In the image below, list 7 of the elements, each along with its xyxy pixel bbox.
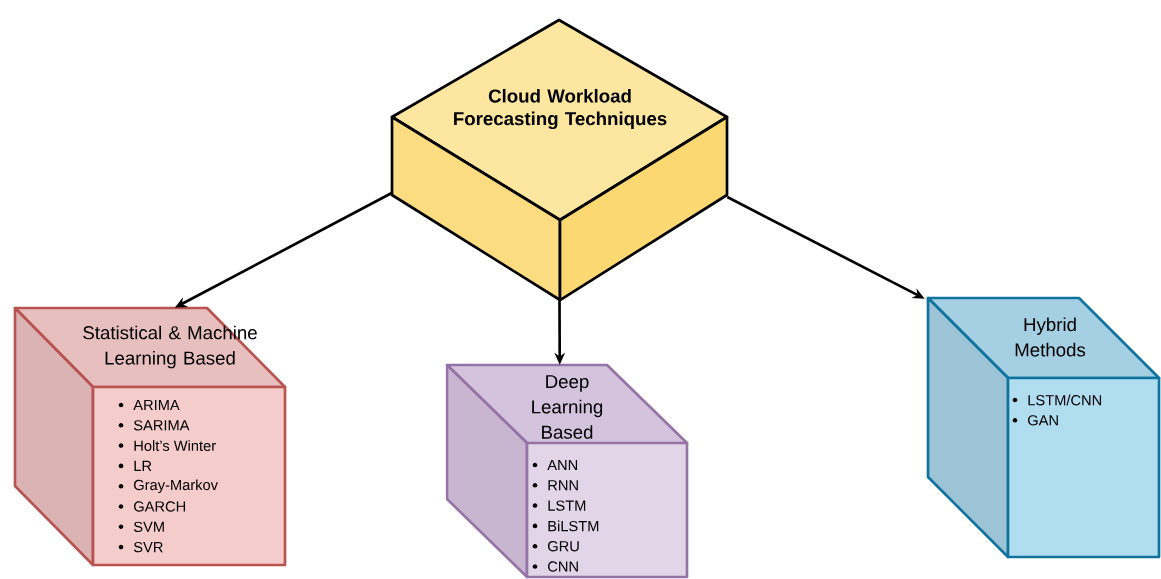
- cube: Deep Learning Based ANN RNN LSTM BiLSTM GRU CNN: [445, 363, 689, 579]
- node-label: Statistical & Machine Learning Based: [83, 325, 257, 369]
- node-label: Hybrid Methods: [1015, 317, 1086, 357]
- box-drawing: Cloud Workload Forecasting Techniques: [390, 18, 729, 302]
- cube: Hybrid Methods LSTM/CNN GAN: [926, 296, 1161, 559]
- node-label: Deep Learning Based: [532, 375, 603, 439]
- cube: Statistical & Machine Learning Based ARIMA SARIMA Holt’s Winter LR Gray-Markov GARCH SVM SVR: [13, 306, 287, 567]
